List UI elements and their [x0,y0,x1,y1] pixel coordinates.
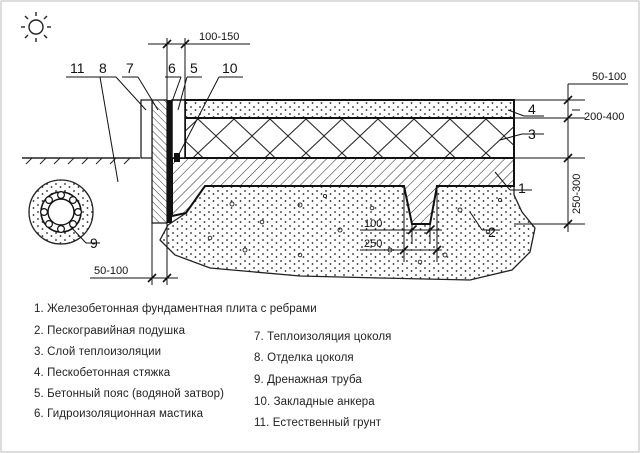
callout-3: 3 [528,126,536,142]
legend-item-1: 1. Железобетонная фундаментная плита с р… [34,303,317,315]
callout-5: 5 [190,60,198,76]
legend-item-9: 9. Дренажная труба [254,374,362,386]
sun-icon [21,12,51,42]
natural-ground [22,157,140,165]
legend-item-2: 2. Пескогравийная подушка [34,325,186,337]
callout-8: 8 [99,60,107,76]
callout-2: 2 [488,224,496,240]
legend-item-11: 11. Естественный грунт [254,417,382,429]
callout-10: 10 [222,60,238,76]
legend-item-6: 6. Гидроизоляционная мастика [34,408,204,420]
legend-item-10: 10. Закладные анкера [254,396,375,408]
leader-lines [66,76,544,244]
legend-item-3: 3. Слой теплоизоляции [34,346,162,358]
waterproof-mastic [167,100,172,223]
callout-4: 4 [528,101,536,117]
dim-bottom-1-text: 100 [364,218,382,230]
callout-1: 1 [518,180,526,196]
dim-right-2-text: 200-400 [584,111,624,123]
legend-item-8: 8. Отделка цоколя [254,352,354,364]
dim-bottom-2-text: 250 [364,238,382,250]
callout-6: 6 [168,60,176,76]
cushion-pebbles [207,193,503,265]
dim-top-text: 100-150 [199,31,239,43]
plinth-finish [140,99,153,159]
legend-item-5: 5. Бетонный пояс (водяной затвор) [34,388,225,400]
legend-item-7: 7. Теплоизоляция цоколя [254,331,392,343]
callout-7: 7 [126,60,134,76]
dim-bottom-left-text: 50-100 [94,265,128,277]
plinth-insulation [151,99,168,224]
dim-right-1-text: 50-100 [592,71,626,83]
embedded-anchor [174,153,180,162]
drainage-pipe [28,179,94,245]
insulation-layer [184,117,515,159]
callout-11: 11 [70,60,85,76]
screed-layer [184,99,515,119]
callout-9: 9 [90,235,98,251]
legend-item-4: 4. Пескобетонная стяжка [34,367,171,379]
sand-gravel-cushion [159,185,536,281]
dimension-lines [90,38,628,285]
dim-right-3-text: 250-300 [571,174,583,214]
